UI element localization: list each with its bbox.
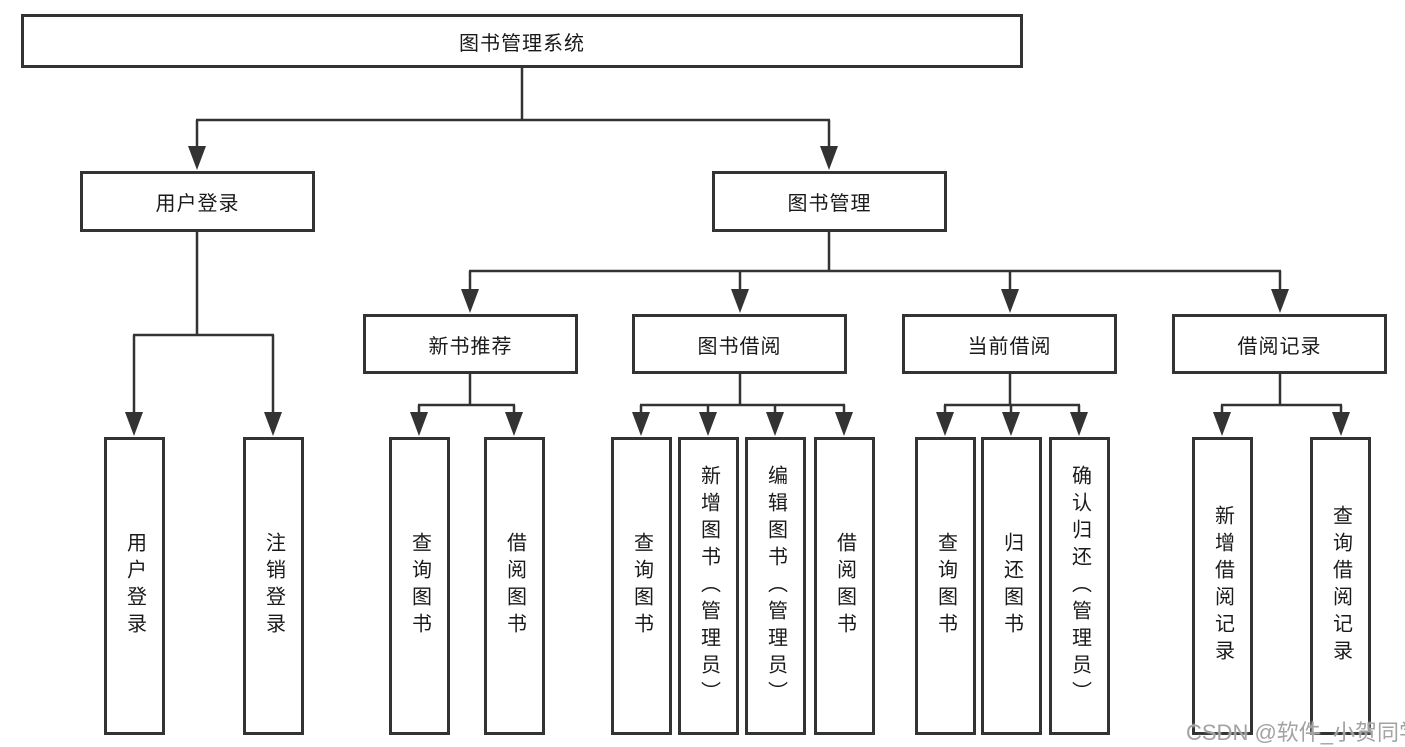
node-label: 用户登录: [155, 193, 240, 215]
node-label: 注销登录: [262, 532, 285, 640]
leaf-user-login: 用户登录: [104, 437, 165, 735]
leaf-query-books-borrowing: 查询图书: [611, 437, 672, 735]
leaf-add-books-admin: 新增图书（管理员）: [678, 437, 739, 735]
node-label: 图书管理: [787, 193, 872, 215]
node-label: 用户登录: [123, 532, 146, 640]
node-label: 查询图书: [934, 532, 957, 640]
node-label: 借阅图书: [503, 532, 526, 640]
node-label: 新增借阅记录: [1211, 505, 1234, 667]
node-borrowing-records: 借阅记录: [1172, 314, 1387, 374]
node-label: 新书推荐: [428, 335, 513, 358]
csdn-watermark: CSDN @软件_小贺同学: [1186, 720, 1405, 745]
node-book-management-branch: 图书管理: [712, 171, 947, 232]
leaf-borrow-books: 借阅图书: [814, 437, 875, 735]
node-label: 图书管理系统: [459, 32, 585, 55]
node-label: 查询图书: [408, 532, 431, 640]
node-system-root: 图书管理系统: [21, 14, 1023, 68]
node-label: 确认归还（管理员）: [1068, 464, 1091, 708]
node-label: 图书借阅: [697, 335, 782, 358]
leaf-logout: 注销登录: [243, 437, 304, 735]
node-user-login-branch: 用户登录: [80, 171, 315, 232]
node-label: 编辑图书（管理员）: [764, 464, 787, 708]
node-label: 归还图书: [1000, 532, 1023, 640]
node-label: 借阅记录: [1237, 335, 1322, 358]
leaf-borrow-books-recommend: 借阅图书: [484, 437, 545, 735]
leaf-return-books: 归还图书: [981, 437, 1042, 735]
node-new-book-recommend: 新书推荐: [363, 314, 578, 374]
node-label: 查询借阅记录: [1329, 505, 1352, 667]
node-book-borrowing: 图书借阅: [632, 314, 847, 374]
leaf-query-books-current: 查询图书: [915, 437, 976, 735]
leaf-confirm-return-admin: 确认归还（管理员）: [1049, 437, 1110, 735]
leaf-query-books-recommend: 查询图书: [389, 437, 450, 735]
leaf-query-borrow-record: 查询借阅记录: [1310, 437, 1371, 735]
node-current-borrowing: 当前借阅: [902, 314, 1117, 374]
leaf-edit-books-admin: 编辑图书（管理员）: [745, 437, 806, 735]
node-label: 查询图书: [630, 532, 653, 640]
node-label: 新增图书（管理员）: [697, 464, 720, 708]
leaf-add-borrow-record: 新增借阅记录: [1192, 437, 1253, 735]
node-label: 借阅图书: [833, 532, 856, 640]
node-label: 当前借阅: [967, 335, 1052, 358]
